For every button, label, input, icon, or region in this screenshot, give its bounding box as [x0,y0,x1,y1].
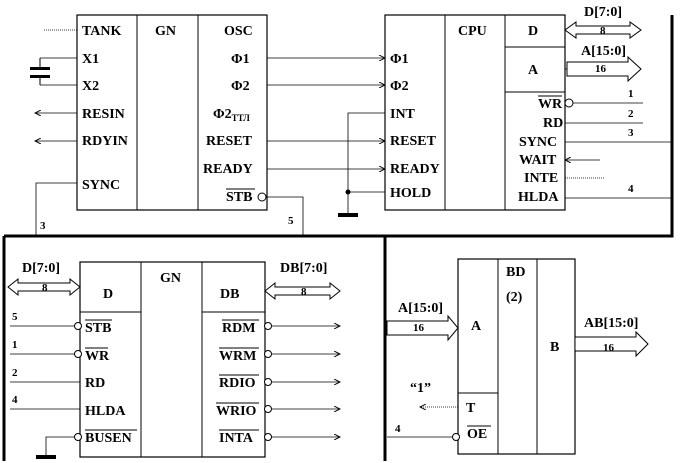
bd-a: A [471,319,482,334]
cpu-a: A [528,63,539,78]
gn-bottom-output-wires [264,322,341,441]
gn-bottom-d: D [103,287,113,302]
gn-bottom-bus-db-label: DB[7:0] [280,261,327,276]
cpu-pin-reset: RESET [390,134,437,149]
cpu-output-wires: 1 2 3 4 [565,88,672,199]
gn-bottom-db: DB [220,287,239,302]
gn-top-pin-phi2-ttl: Φ2ТТЛ [213,107,250,123]
bd-bus-a-width: 16 [413,322,425,334]
cpu-wr-bubble [564,98,574,108]
cpu-address-bus: A[15:0] 16 [565,44,642,83]
gn-top-pin-sync: SYNC [82,178,120,193]
bd-count: (2) [506,290,523,305]
gn-bottom-num-1: 1 [12,339,18,351]
gn-bottom-pin-wr: WR [85,349,110,364]
bd-b: B [550,340,559,355]
gn-top-pin-osc: OSC [224,24,253,39]
gn-bottom-d-bus: D[7:0] 8 [7,261,81,297]
cpu-pin-rd: RD [543,116,563,131]
gn-bottom-bus-db-width: 8 [301,286,307,298]
cpu-bus-a-width: 16 [595,63,607,75]
cpu-bus-d-label: D[7:0] [584,5,622,20]
gn-bottom-pin-wrio: WRIO [216,404,257,419]
cpu-pin-wait: WAIT [519,153,557,168]
gn-top-pin-phi1: Φ1 [231,52,250,67]
cpu-pin-int: INT [390,107,416,122]
gn-bottom-pin-rdio: RDIO [219,376,256,391]
bd-one-label: “1” [410,381,431,396]
gn-top-pin-stb: STB [226,190,252,205]
cpu-num-1: 1 [628,88,634,100]
gn-top-title: GN [155,24,176,39]
gn-bottom-pin-wrm: WRM [219,349,256,364]
gn-top-pin-phi2: Φ2 [231,79,250,94]
bd-title: BD [506,265,525,280]
cpu-num-4: 4 [628,183,634,195]
gn-bottom-pin-hlda: HLDA [85,404,126,419]
gn-bottom-pin-rdm: RDM [222,321,255,336]
gn-bottom-num-2: 2 [12,367,18,379]
gn-bottom-bus-d-width: 8 [42,282,48,294]
cpu-num-3: 3 [628,127,634,139]
cpu-pin-ready: READY [390,162,440,177]
cpu-pin-wr: WR [538,97,563,112]
cpu-pin-sync: SYNC [519,135,557,150]
bd-bus-a-label: A[15:0] [398,301,443,316]
gn-bottom-bus-d-label: D[7:0] [22,261,60,276]
bd-oe: OE [467,427,487,442]
bd-ab-bus: AB[15:0] 16 [574,316,649,358]
top-num-3: 3 [40,220,46,232]
gn-bottom-title: GN [160,271,181,286]
cpu-pin-hold: HOLD [390,186,431,201]
gn-bottom-pin-inta: INTA [219,431,254,446]
cpu-title: CPU [458,24,487,39]
gn-top-block: GN TANK X1 X2 RESIN RDYIN SYNC OSC Φ1 Φ2… [76,14,268,211]
gn-bottom-db-bus: DB[7:0] 8 [264,261,341,301]
cpu-pin-phi1: Φ1 [390,52,409,67]
cpu-bus-d-width: 8 [600,25,606,37]
bd-num-4: 4 [395,423,401,435]
gn-top-pin-resin: RESIN [82,107,125,122]
cpu-d: D [528,24,538,39]
gn-bottom-pin-busen: BUSEN [85,431,132,446]
cpu-num-2: 2 [628,108,634,120]
gn-bottom-pin-rd: RD [85,376,105,391]
bd-block: BD (2) A B T OE [457,258,576,455]
gn-bottom-num-4: 4 [12,394,18,406]
gn-bottom-block: GN D DB STB WR RD HLDA BUSEN RDM WRM RDI… [79,261,266,458]
bd-bus-ab-width: 16 [603,342,615,354]
gn-cpu-wires: 5 [266,58,385,236]
gn-bottom-input-wires: 5 1 2 4 [10,311,82,459]
separator-lines [2,15,674,461]
gn-top-pin-reset: RESET [206,134,253,149]
cpu-data-bus: D[7:0] 8 [564,5,642,39]
gn-top-pin-x2: X2 [82,79,99,94]
bd-control-wires: “1” 4 [387,381,460,441]
top-num-5: 5 [288,215,294,227]
crystal-icon [30,57,77,86]
cpu-pin-inte: INTE [524,171,558,186]
gn-bottom-num-5: 5 [12,311,18,323]
gn-top-pin-tank: TANK [82,24,122,39]
gn-top-pin-x1: X1 [82,52,99,67]
gn-top-pin-rdyin: RDYIN [82,134,128,149]
bd-t: T [466,401,476,416]
cpu-bus-a-label: A[15:0] [581,44,626,59]
cpu-block: CPU D A Φ1 Φ2 INT RESET READY HOLD WR RD… [384,14,566,211]
gn-top-stb-bubble [257,192,267,202]
bd-bus-ab-label: AB[15:0] [584,316,638,331]
gn-bottom-pin-stb: STB [85,321,111,336]
cpu-pin-hlda: HLDA [518,190,559,205]
gn-top-pin-ready: READY [203,162,253,177]
cpu-pin-phi2: Φ2 [390,79,409,94]
bd-a-bus: A[15:0] 16 [386,301,459,342]
